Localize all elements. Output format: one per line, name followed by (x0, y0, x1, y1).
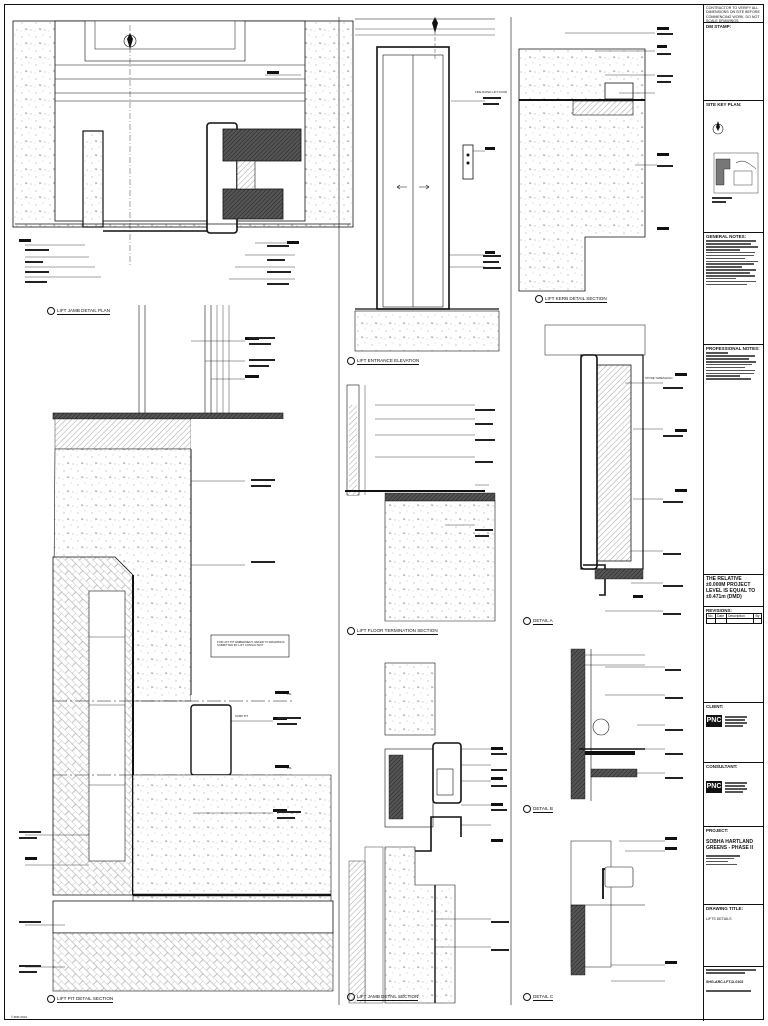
stamp-header: DM STAMP: (706, 24, 762, 29)
top-note-line-1: CONTRACTOR TO VERIFY ALL DIMENSIONS ON S… (706, 6, 760, 15)
professional-notes-header: PROFESSIONAL NOTES: (706, 346, 762, 351)
site-key-plan-header: SITE KEY PLAN: (706, 102, 762, 107)
table-row (706, 618, 762, 624)
ffl-label-2: FFL (287, 766, 292, 770)
view-title-6: LIFT PIT DETAIL SECTION (47, 995, 114, 1003)
consultant-logo: PNC (706, 781, 722, 793)
annotation-text-blocks (19, 33, 683, 973)
project-name: SOBHA HARTLAND GREENS - PHASE II (706, 839, 754, 851)
site-key-plan-map (712, 121, 759, 203)
revisions-table: No. Date Description By (706, 613, 762, 624)
view-title-8: DETAIL B (523, 805, 553, 813)
tb-drawing-title: DRAWING TITLE: LIFTS DETAILS (704, 905, 764, 967)
tb-stamp: DM STAMP: (704, 23, 764, 101)
drawing-sheet: LIFT JAMB DETAIL PLAN LIFT ENTRANCE ELEV… (4, 4, 765, 1021)
fire-door-label: FIRE RATED LIFT DOOR (475, 90, 508, 94)
view-lift-floor-termination (345, 384, 496, 622)
sump-label: SUMP PIT (235, 714, 249, 718)
view-title-2: LIFT ENTRANCE ELEVATION (347, 357, 420, 365)
consultant-header: CONSULTANT: (706, 764, 762, 769)
tb-client: CLIENT: PNC (704, 703, 764, 763)
view-title-4: LIFT FLOOR TERMINATION SECTION (347, 627, 438, 635)
tb-site-key-plan: SITE KEY PLAN: (704, 101, 764, 233)
view-lift-entrance-elevation (354, 17, 500, 352)
tb-professional-notes: PROFESSIONAL NOTES: (704, 345, 764, 575)
view-lift-kerb-section (518, 27, 669, 292)
cad-drawing (12, 17, 687, 1005)
tb-revisions: REVISIONS: No. Date Description By (704, 607, 764, 703)
view-lift-jamb-plan (12, 20, 354, 280)
stone-threshold-label: STONE THRESHOLD (645, 376, 673, 380)
tb-general-notes: GENERAL NOTES: (704, 233, 764, 345)
view-detail-a (544, 324, 687, 612)
view-detail-c (570, 837, 677, 982)
view-title-9: DETAIL C (523, 993, 554, 1001)
tb-consultant: CONSULTANT: PNC (704, 763, 764, 827)
title-block: CONTRACTOR TO VERIFY ALL DIMENSIONS ON S… (703, 5, 765, 1021)
view-lift-jamb-section (348, 662, 503, 1004)
tb-drawing-number: SHG-ARC-LFT-D-0102 (704, 967, 764, 1019)
view-title-1: LIFT JAMB DETAIL PLAN (47, 307, 111, 315)
project-header: PROJECT: (706, 828, 762, 833)
drawing-title-header: DRAWING TITLE: (706, 906, 762, 911)
top-note-line-2: COMMENCING WORK. DO NOT SCALE DRAWINGS. (706, 14, 760, 23)
tb-project: PROJECT: SOBHA HARTLAND GREENS - PHASE I… (704, 827, 764, 905)
tb-top-note: CONTRACTOR TO VERIFY ALL DIMENSIONS ON S… (704, 5, 764, 23)
drawing-number: SHG-ARC-LFT-D-0102 (706, 979, 744, 984)
rev-col-date: Date (714, 613, 727, 619)
client-logo: PNC (706, 715, 722, 727)
view-title-7: LIFT JAMB DETAIL SECTION (347, 993, 419, 1001)
rev-col-by: By (753, 613, 762, 619)
revisions-header-row: No. Date Description By (706, 613, 762, 619)
tb-level-note: THE RELATIVE ±0.000M PROJECT LEVEL IS EQ… (704, 575, 764, 607)
drawing-title: LIFTS DETAILS (706, 917, 732, 921)
client-header: CLIENT: (706, 704, 762, 709)
level-note: THE RELATIVE ±0.000M PROJECT LEVEL IS EQ… (706, 576, 756, 600)
pit-note: FOR LIFT PIT EMBEDMENT, REFER TO DRAWING… (217, 640, 285, 648)
view-title-3: LIFT KERB DETAIL SECTION (535, 295, 607, 303)
bottom-note: © BIM 2019 (11, 1015, 27, 1019)
revisions-header: REVISIONS: (706, 608, 762, 613)
view-lift-pit-section (25, 305, 334, 992)
view-detail-b (570, 648, 665, 801)
view-title-5: DETAIL A (523, 617, 553, 625)
view-frames (338, 17, 512, 1005)
drawing-area: LIFT JAMB DETAIL PLAN LIFT ENTRANCE ELEV… (5, 5, 703, 1021)
rev-col-desc: Description (725, 613, 755, 619)
general-notes-header: GENERAL NOTES: (706, 234, 762, 239)
ffl-label-1: FFL (287, 692, 292, 696)
